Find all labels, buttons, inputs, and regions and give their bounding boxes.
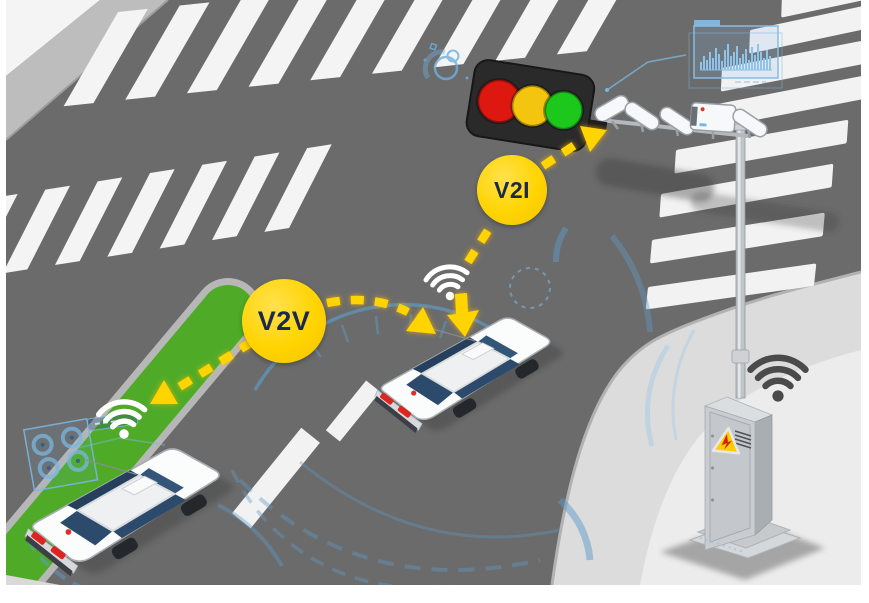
green-light xyxy=(543,89,585,131)
roadside-cabinet xyxy=(660,396,825,580)
crosswalk-top xyxy=(63,0,642,107)
warning-triangle-icon xyxy=(711,426,741,455)
cctv-camera-icon xyxy=(624,101,660,131)
v2v-arrow-left-dashes xyxy=(173,338,255,393)
v2v-arrowhead-left xyxy=(150,380,178,404)
crosswalk-left xyxy=(0,144,332,282)
v2v-arrowhead-right xyxy=(406,307,436,334)
traffic-light-icon xyxy=(465,59,608,153)
comm-arrows xyxy=(150,126,607,404)
v2i-arrow-lower-dashes xyxy=(464,221,496,265)
v2i-label: V2I xyxy=(493,176,531,203)
sensor-chip-icon xyxy=(22,417,99,492)
v2i-arrow-upper-dashes xyxy=(540,137,584,170)
cctv-camera-icon xyxy=(594,94,630,123)
v2i-arrowhead xyxy=(580,126,607,152)
camera-cluster xyxy=(594,94,768,139)
histogram-panel-icon xyxy=(605,20,783,92)
shadows xyxy=(595,158,840,233)
roadside-pole xyxy=(731,123,750,399)
projector-camera-icon xyxy=(689,102,737,133)
v2v-label: V2V xyxy=(257,305,311,336)
cctv-camera-icon xyxy=(732,108,768,138)
v2v-badge: V2V xyxy=(242,279,326,363)
lane-marking xyxy=(232,380,381,529)
wifi-to-car-arrow xyxy=(447,293,479,337)
tech-circles-icon xyxy=(422,42,469,81)
cctv-camera-icon xyxy=(659,106,695,136)
v2i-badge: V2I xyxy=(477,155,547,225)
v2v-arrow-right-dashes xyxy=(326,295,410,316)
